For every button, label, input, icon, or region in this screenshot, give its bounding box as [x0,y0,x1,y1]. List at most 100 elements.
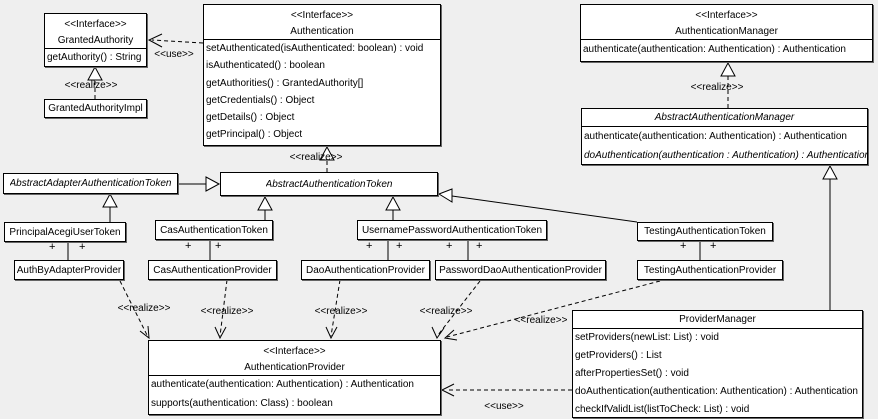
use-label: <<use>> [484,401,524,412]
edge-realize-passworddaoprovider [431,280,481,340]
class-abstract-authentication-token[interactable]: AbstractAuthenticationToken [220,172,438,196]
use-label: <<use>> [154,49,194,60]
class-header: ProviderManager [573,311,862,329]
class-abstract-adapter-authentication-token[interactable]: AbstractAdapterAuthenticationToken [3,173,178,194]
class-name: PasswordDaoAuthenticationProvider [439,264,602,276]
class-name: PrincipalAcegiUserToken [9,226,121,238]
class-testing-authentication-provider[interactable]: TestingAuthenticationProvider [637,260,783,280]
class-cas-authentication-provider[interactable]: CasAuthenticationProvider [148,260,277,280]
class-testing-authentication-token[interactable]: TestingAuthenticationToken [637,222,773,241]
class-auth-by-adapter-provider[interactable]: AuthByAdapterProvider [14,260,124,280]
method: getCredentials() : Object [206,94,315,106]
multiplicity-label: + [446,240,453,252]
class-name: ProviderManager [679,314,756,325]
multiplicity-label: + [185,240,192,252]
method: setProviders(newList: List) : void [575,332,719,343]
realize-label: <<realize>> [514,315,568,326]
multiplicity-label: + [396,240,403,252]
class-name: DaoAuthenticationProvider [306,264,425,276]
stereotype-label: <<Interface>> [64,19,127,30]
edge-realize-abstractauthenticationtoken [319,145,335,172]
class-name: CasAuthenticationToken [160,224,268,236]
class-header: <<Interface>> Authentication [204,5,440,40]
class-header: AbstractAuthenticationManager [582,109,867,127]
class-principal-acegi-user-token[interactable]: PrincipalAcegiUserToken [4,222,126,242]
stereotype-label: <<Interface>> [290,10,354,21]
multiplicity-label: + [215,240,222,252]
class-header: <<Interface>> AuthenticationManager [581,5,872,40]
class-granted-authority-impl[interactable]: GrantedAuthorityImpl [44,99,147,118]
realize-label: <<realize>> [314,306,368,317]
class-name: TestingAuthenticationProvider [643,264,777,276]
class-name: UsernamePasswordAuthenticationToken [361,224,543,236]
method: getAuthority() : String [47,52,142,63]
edge-realize-testingauthenticationprovider [443,280,661,341]
method: isAuthenticated() : boolean [206,60,325,72]
class-provider-manager[interactable]: ProviderManager setProviders(newList: Li… [572,310,863,418]
edge-gen-providermanager [822,164,838,310]
method: getProviders() : List [575,350,662,361]
realize-label: <<realize>> [64,80,118,91]
multiplicity-label: + [476,240,483,252]
class-name: TestingAuthenticationToken [644,226,766,237]
class-name: GrantedAuthority [57,35,134,46]
class-authentication-manager[interactable]: <<Interface>> AuthenticationManager auth… [580,4,873,62]
class-header: <<Interface>> AuthenticationProvider [149,341,440,376]
method: authenticate(authentication: Authenticat… [583,44,846,55]
class-username-password-authentication-token[interactable]: UsernamePasswordAuthenticationToken [357,220,547,240]
class-abstract-authentication-manager[interactable]: AbstractAuthenticationManager authentica… [581,108,868,165]
class-granted-authority[interactable]: <<Interface>> GrantedAuthority getAuthor… [44,13,147,67]
edge-gen-principalacegiusertoken [102,192,118,222]
class-name: GrantedAuthorityImpl [48,103,143,114]
edge-gen-abstractadapter [178,176,221,192]
realize-label: <<realize>> [419,306,473,317]
stereotype-label: <<Interface>> [695,10,758,21]
class-authentication-provider[interactable]: <<Interface>> AuthenticationProvider aut… [148,340,441,415]
class-header: <<Interface>> GrantedAuthority [45,14,146,49]
edge-gen-testingauthenticationtoken [437,188,638,223]
method: doAuthentication(authentication: Authent… [575,386,858,397]
method-list: setAuthenticated(isAuthenticated: boolea… [204,40,440,144]
class-password-dao-authentication-provider[interactable]: PasswordDaoAuthenticationProvider [435,260,606,280]
method-list: authenticate(authentication: Authenticat… [149,376,440,413]
edge-realize-grantedauthorityimpl [87,65,103,99]
method: getPrincipal() : Object [206,129,303,141]
multiplicity-label: + [710,240,717,252]
realize-label: <<realize>> [200,306,254,317]
class-name: AbstractAdapterAuthenticationToken [9,178,172,189]
class-name: AuthByAdapterProvider [16,264,122,276]
realize-label: <<realize>> [117,303,171,314]
class-cas-authentication-token[interactable]: CasAuthenticationToken [155,220,273,240]
class-name: Authentication [290,26,354,37]
method-list: authenticate(authentication: Authenticat… [582,127,867,164]
method: getAuthorities() : GrantedAuthority[] [206,77,364,89]
method-list: getAuthority() : String [45,49,146,66]
stereotype-label: <<Interface>> [263,346,326,357]
class-name: AuthenticationManager [675,26,778,37]
class-dao-authentication-provider[interactable]: DaoAuthenticationProvider [301,260,430,280]
method: supports(authentication: Class) : boolea… [151,397,333,409]
class-authentication[interactable]: <<Interface>> Authentication setAuthenti… [203,4,441,146]
method-list: setProviders(newList: List) : void getPr… [573,329,862,417]
edge-realize-casauthenticationprovider [214,279,228,340]
edge-gen-casauthenticationtoken [257,195,273,220]
method: authenticate(authentication: Authenticat… [584,131,847,142]
method-abstract: doAuthentication(authentication : Authen… [584,150,867,161]
method: setAuthenticated(isAuthenticated: boolea… [206,43,424,54]
method: authenticate(authentication: Authenticat… [151,379,414,390]
class-name: AbstractAuthenticationManager [654,112,795,123]
edge-gen-usernamepasswordtoken [385,195,401,220]
method: getDetails() : Object [206,112,295,124]
edge-realize-daoauthenticationprovider [325,279,341,340]
class-name: AuthenticationProvider [244,362,345,373]
realize-label: <<realize>> [690,82,744,93]
method: checkIfValidList(listToCheck: List) : vo… [575,404,750,415]
multiplicity-label: + [49,241,56,253]
multiplicity-label: + [79,241,86,253]
multiplicity-label: + [680,240,687,252]
method: afterPropertiesSet() : void [575,368,689,379]
realize-label: <<realize>> [289,152,343,163]
class-name: AbstractAuthenticationToken [265,178,393,190]
